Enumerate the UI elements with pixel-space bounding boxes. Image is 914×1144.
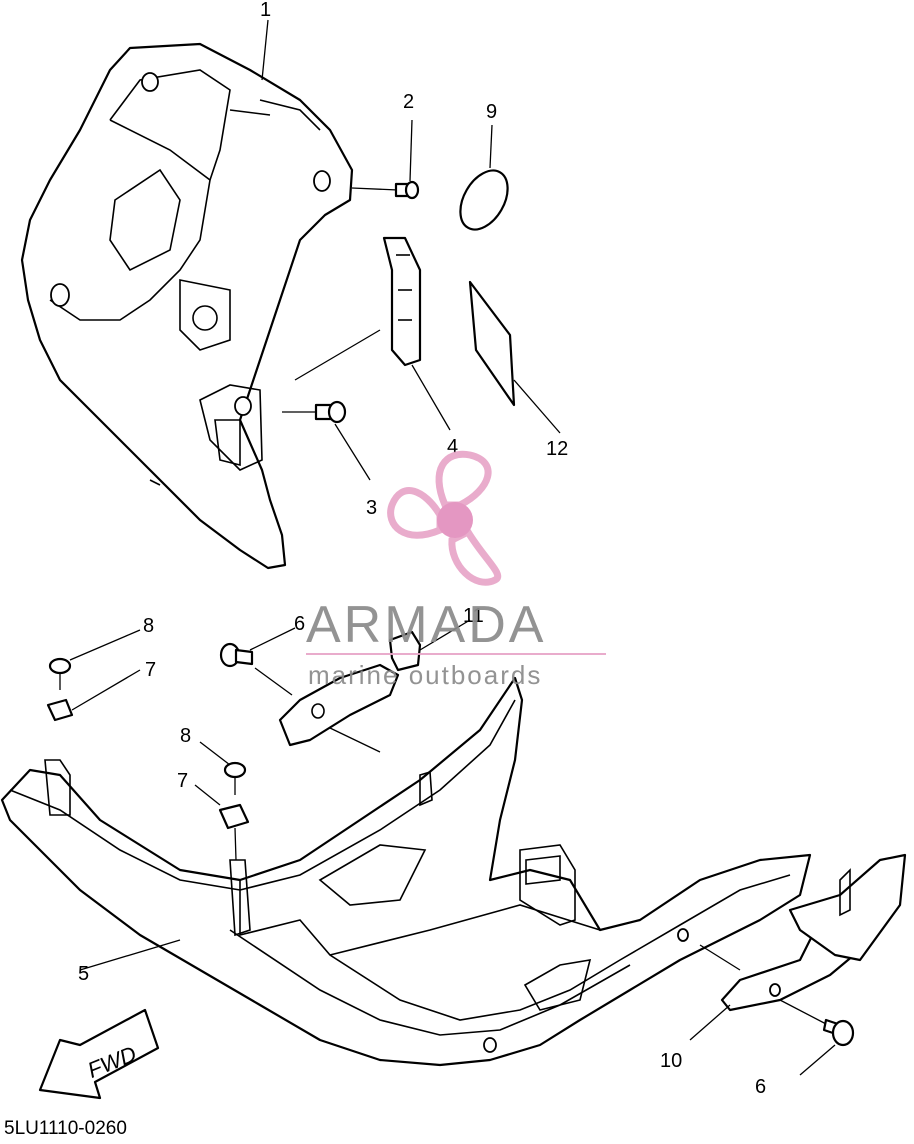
callout-5: 5 [78, 963, 89, 985]
part-6-bolt-upper [219, 627, 400, 753]
callout-3: 3 [366, 497, 377, 519]
part-4-bracket [294, 236, 451, 431]
callout-8-center: 8 [180, 725, 191, 747]
part-1-front-cover [20, 42, 354, 570]
part-6-bolt-lower [779, 999, 855, 1076]
callout-1: 1 [260, 0, 271, 21]
part-3-screw [282, 400, 371, 481]
callout-6-lower: 6 [755, 1076, 766, 1098]
part-8-7-center-fastener [194, 741, 250, 861]
callout-2: 2 [403, 91, 414, 113]
diagram-code: 5LU1110-0260 [4, 1118, 127, 1139]
callout-7-center: 7 [177, 770, 188, 792]
callout-12: 12 [546, 438, 568, 460]
watermark-tagline: marine outboards [308, 660, 542, 690]
callout-7-left: 7 [145, 659, 156, 681]
propeller-logo-icon [387, 450, 502, 586]
part-10-side-bracket [689, 853, 907, 1041]
callout-4: 4 [447, 436, 458, 458]
part-8-7-left-fastener [46, 629, 141, 722]
watermark: ARMADA marine outboards [306, 450, 606, 690]
fwd-arrow-icon: FWD [38, 1008, 160, 1100]
part-5-footboard [0, 676, 812, 1067]
part-11-clip [388, 619, 471, 672]
callout-11: 11 [463, 605, 484, 627]
leader-1 [261, 19, 269, 81]
callout-9: 9 [486, 101, 497, 123]
part-2-screw [351, 119, 420, 200]
callout-10: 10 [660, 1050, 682, 1072]
part-12-pad [468, 280, 561, 434]
callout-8-left: 8 [143, 615, 154, 637]
part-9-cap [459, 124, 509, 231]
watermark-brand: ARMADA [306, 596, 546, 654]
callout-6-upper: 6 [294, 613, 305, 635]
